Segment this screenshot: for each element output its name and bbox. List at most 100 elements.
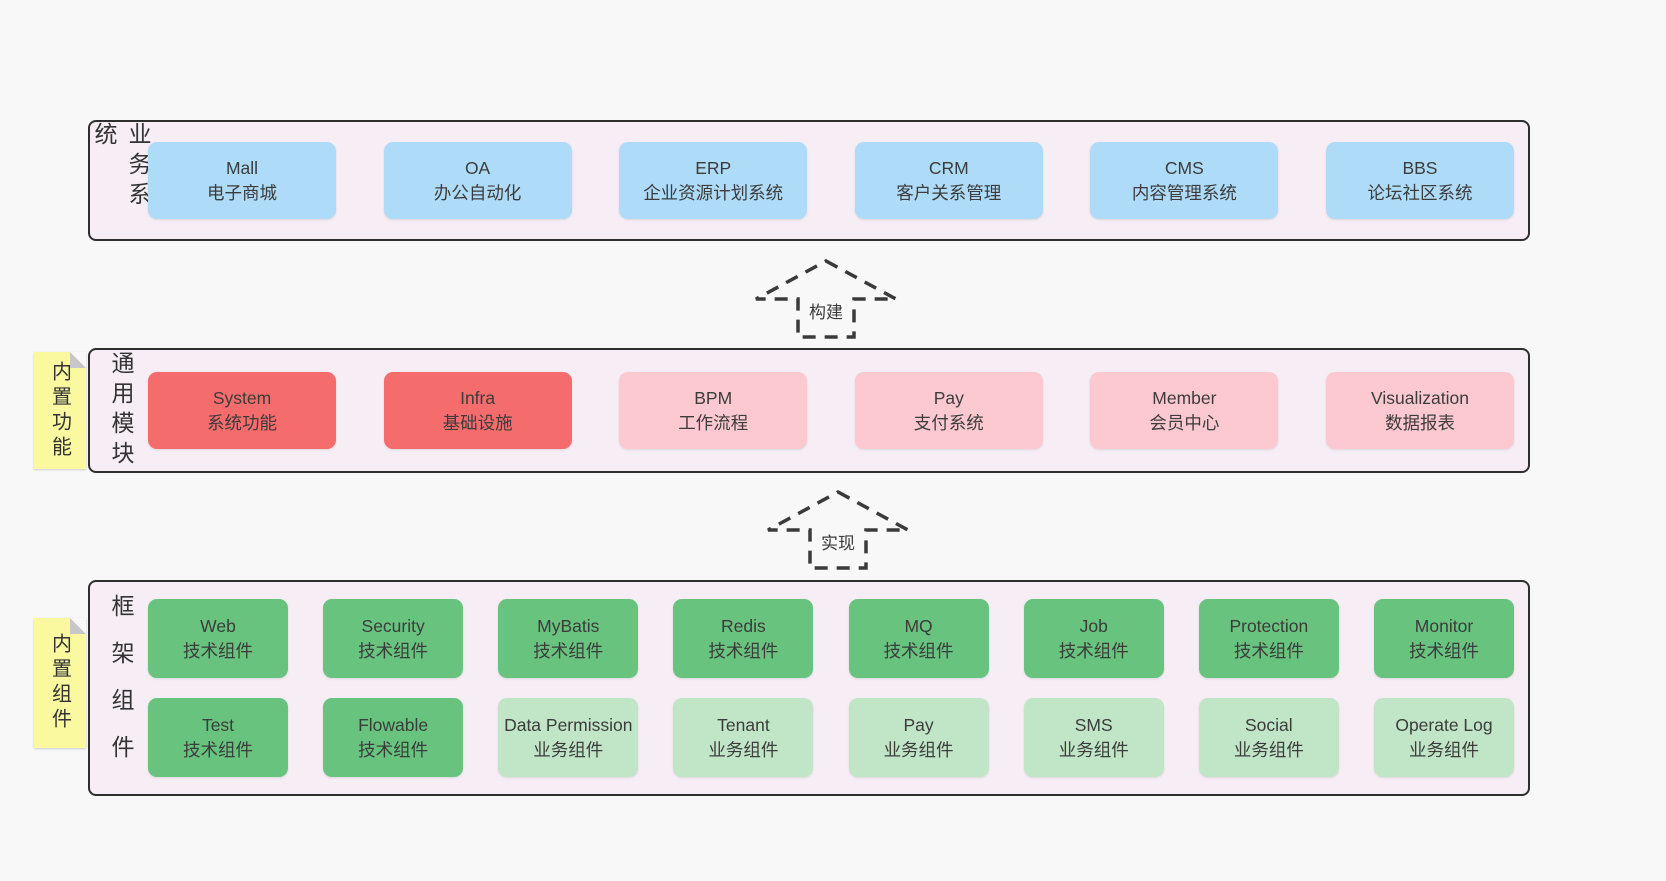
band-rows: Mall 电子商城 OA 办公自动化 ERP 企业资源计划系统 CRM 客户关系管理 CMS 内容… <box>148 122 1528 239</box>
box-title: Infra <box>460 387 496 408</box>
box-subtitle: 基础设施 <box>442 412 513 433</box>
sticky-note-common-modules: 内置功能 <box>34 352 86 469</box>
box-redis: Redis 技术组件 <box>673 599 814 678</box>
box-security: Security 技术组件 <box>323 599 464 678</box>
box-subtitle: 业务组件 <box>708 739 779 760</box>
box-title: ERP <box>695 157 732 178</box>
band-rows: System 系统功能 Infra 基础设施 BPM 工作流程 Pay 支付系统 Member 会… <box>148 350 1528 471</box>
box-title: Flowable <box>358 714 429 735</box>
box-sms: SMS 业务组件 <box>1023 698 1164 777</box>
box-member: Member 会员中心 <box>1090 372 1279 449</box>
box-oa: OA 办公自动化 <box>383 142 572 219</box>
box-subtitle: 技术组件 <box>358 739 429 760</box>
box-mq: MQ 技术组件 <box>848 599 989 678</box>
box-title: CMS <box>1164 157 1204 178</box>
box-system: System 系统功能 <box>148 372 336 449</box>
box-job: Job 技术组件 <box>1023 599 1164 678</box>
box-subtitle: 办公自动化 <box>433 182 522 203</box>
box-erp: ERP 企业资源计划系统 <box>619 142 808 219</box>
box-title: Web <box>200 615 236 636</box>
box-subtitle: 技术组件 <box>883 640 954 661</box>
box-bpm: BPM 工作流程 <box>619 372 808 449</box>
box-title: Job <box>1079 615 1108 636</box>
box-mybatis: MyBatis 技术组件 <box>498 599 639 678</box>
box-test: Test 技术组件 <box>148 698 288 777</box>
band-framework-components: 框架组件 Web 技术组件 Security 技术组件 MyBatis 技术组件 Redis 技… <box>88 580 1530 796</box>
box-cms: CMS 内容管理系统 <box>1090 142 1279 219</box>
box-title: CRM <box>928 157 969 178</box>
box-subtitle: 技术组件 <box>708 640 779 661</box>
box-data-permission: Data Permission 业务组件 <box>498 698 639 777</box>
box-crm: CRM 客户关系管理 <box>854 142 1043 219</box>
box-title: MyBatis <box>537 615 600 636</box>
band-row: System 系统功能 Infra 基础设施 BPM 工作流程 Pay 支付系统 Member 会… <box>148 372 1514 449</box>
box-subtitle: 业务组件 <box>1058 739 1129 760</box>
box-subtitle: 技术组件 <box>533 640 604 661</box>
box-subtitle: 工作流程 <box>678 412 749 433</box>
box-title: Mall <box>225 157 259 178</box>
band-label-common-modules: 通用模块 <box>108 350 134 471</box>
box-subtitle: 论坛社区系统 <box>1367 182 1473 203</box>
box-subtitle: 电子商城 <box>207 182 277 203</box>
box-infra: Infra 基础设施 <box>383 372 572 449</box>
box-title: System <box>212 387 272 408</box>
box-subtitle: 技术组件 <box>1233 640 1304 661</box>
box-mall: Mall 电子商城 <box>148 142 336 219</box>
box-flowable: Flowable 技术组件 <box>323 698 464 777</box>
box-title: Data Permission <box>504 714 633 735</box>
box-subtitle: 技术组件 <box>358 640 429 661</box>
box-subtitle: 系统功能 <box>207 412 277 433</box>
arrow-build-label: 构建 <box>806 298 846 323</box>
band-row: Mall 电子商城 OA 办公自动化 ERP 企业资源计划系统 CRM 客户关系管理 CMS 内容… <box>148 142 1514 219</box>
box-subtitle: 数据报表 <box>1384 412 1455 433</box>
box-pay: Pay 业务组件 <box>848 698 989 777</box>
box-subtitle: 业务组件 <box>1408 739 1479 760</box>
box-title: Pay <box>903 714 934 735</box>
band-label-framework-components: 框架组件 <box>108 594 134 782</box>
box-subtitle: 技术组件 <box>183 739 253 760</box>
box-title: Pay <box>933 387 964 408</box>
box-subtitle: 业务组件 <box>883 739 954 760</box>
box-title: Protection <box>1229 615 1309 636</box>
box-title: BPM <box>694 387 733 408</box>
sticky-note-framework-components: 内置组件 <box>34 618 86 748</box>
arrow-implement: 实现 <box>763 487 913 573</box>
box-title: Member <box>1152 387 1217 408</box>
box-subtitle: 会员中心 <box>1149 412 1220 433</box>
box-title: Redis <box>721 615 766 636</box>
box-title: SMS <box>1074 714 1113 735</box>
box-subtitle: 支付系统 <box>913 412 984 433</box>
box-title: OA <box>464 157 491 178</box>
box-title: MQ <box>904 615 933 636</box>
box-subtitle: 业务组件 <box>533 739 604 760</box>
box-subtitle: 内容管理系统 <box>1131 182 1237 203</box>
box-subtitle: 企业资源计划系统 <box>643 182 784 203</box>
up-arrow-icon <box>767 490 909 570</box>
band-common-modules: 通用模块 System 系统功能 Infra 基础设施 BPM 工作流程 Pay 支付系统 Mem… <box>88 348 1530 473</box>
box-pay: Pay 支付系统 <box>854 372 1043 449</box>
box-title: Security <box>361 615 425 636</box>
box-bbs: BBS 论坛社区系统 <box>1325 142 1514 219</box>
box-tenant: Tenant 业务组件 <box>673 698 814 777</box>
box-subtitle: 客户关系管理 <box>896 182 1002 203</box>
box-subtitle: 技术组件 <box>183 640 253 661</box>
box-subtitle: 技术组件 <box>1058 640 1129 661</box>
box-protection: Protection 技术组件 <box>1198 599 1339 678</box>
band-label-business-systems: 业务系统 <box>91 122 151 212</box>
box-title: Test <box>201 714 235 735</box>
box-subtitle: 技术组件 <box>1408 640 1479 661</box>
box-web: Web 技术组件 <box>148 599 288 678</box>
up-arrow-icon <box>755 259 897 339</box>
box-title: Tenant <box>717 714 770 735</box>
box-title: BBS <box>1402 157 1438 178</box>
box-title: Social <box>1245 714 1293 735</box>
